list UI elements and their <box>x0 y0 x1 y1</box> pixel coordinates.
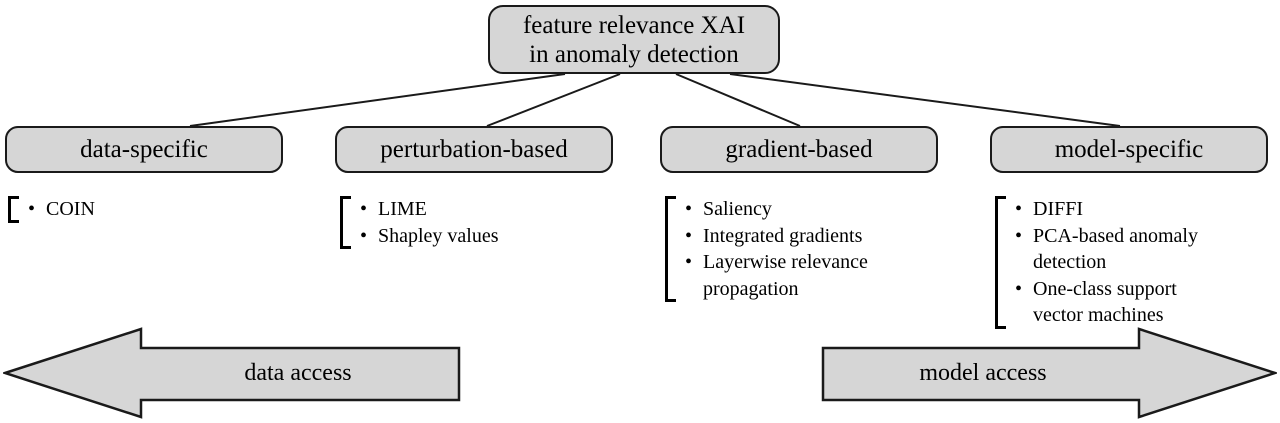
data-access-label: data access <box>244 359 352 386</box>
list-group-gradient-based: Saliency Integrated gradients Layerwise … <box>665 196 868 303</box>
bracket-icon <box>665 196 676 303</box>
connector-to-data-specific <box>189 73 566 127</box>
method-list-perturbation-based: LIME Shapley values <box>358 196 499 249</box>
data-access-arrow: data access <box>3 327 461 419</box>
list-item: Shapley values <box>358 223 499 250</box>
method-list-data-specific: COIN <box>26 196 95 223</box>
method-list-model-specific: DIFFI PCA-based anomaly detection One-cl… <box>1013 196 1198 329</box>
list-item: PCA-based anomaly detection <box>1013 223 1198 276</box>
list-group-model-specific: DIFFI PCA-based anomaly detection One-cl… <box>995 196 1198 329</box>
arrow-left-icon <box>3 327 461 419</box>
list-group-perturbation-based: LIME Shapley values <box>340 196 499 250</box>
root-node-line-2: in anomaly detection <box>529 40 739 68</box>
list-item: One-class support vector machines <box>1013 276 1198 329</box>
list-item: DIFFI <box>1013 196 1198 223</box>
list-item: Layerwise relevance propagation <box>683 249 868 302</box>
model-access-label: model access <box>919 359 1047 386</box>
arrow-right-icon <box>821 327 1277 419</box>
root-node-line-1: feature relevance XAI <box>522 11 746 39</box>
list-item: Integrated gradients <box>683 223 868 250</box>
category-node-perturbation-based: perturbation-based <box>335 126 613 173</box>
list-item: LIME <box>358 196 499 223</box>
list-item: COIN <box>26 196 95 223</box>
model-access-arrow: model access <box>821 327 1277 419</box>
category-node-model-specific: model-specific <box>990 126 1268 173</box>
category-node-gradient-based: gradient-based <box>660 126 938 173</box>
root-node: feature relevance XAI in anomaly detecti… <box>488 5 780 74</box>
bracket-icon <box>8 196 19 223</box>
connector-to-gradient-based <box>675 73 801 127</box>
list-group-data-specific: COIN <box>8 196 95 223</box>
category-node-data-specific: data-specific <box>5 126 283 173</box>
method-list-gradient-based: Saliency Integrated gradients Layerwise … <box>683 196 868 302</box>
connector-to-model-specific <box>729 73 1121 127</box>
bracket-icon <box>340 196 351 250</box>
connector-to-perturbation-based <box>486 73 621 127</box>
bracket-icon <box>995 196 1006 329</box>
list-item: Saliency <box>683 196 868 223</box>
